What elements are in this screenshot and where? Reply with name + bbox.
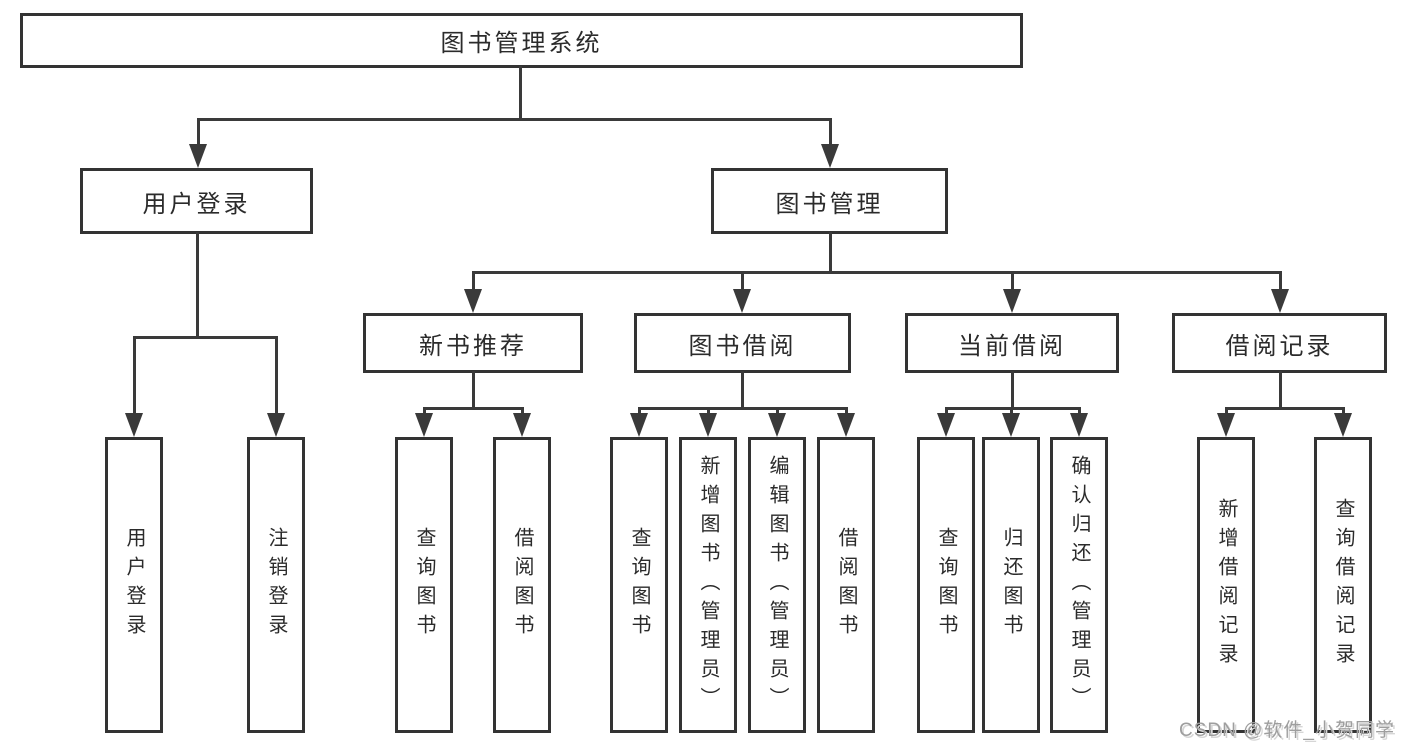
connector-records-stub <box>1279 371 1282 409</box>
connector-line <box>197 118 200 148</box>
node-label: 新增借阅记录 <box>1215 498 1237 672</box>
node-label: 借阅图书 <box>835 527 857 643</box>
connector-line <box>133 336 136 416</box>
connector-line <box>741 271 744 293</box>
connector-user-login-stub <box>196 232 199 338</box>
connector-borrowing-branch <box>638 407 848 410</box>
connector-book-mgmt-branch <box>472 271 1281 274</box>
connector-line <box>472 271 475 293</box>
arrow-down-icon <box>415 413 433 437</box>
leaf-query-borrow-record: 查询借阅记录 <box>1314 437 1372 733</box>
arrow-down-icon <box>937 413 955 437</box>
node-new-book-recommendation: 新书推荐 <box>363 313 583 373</box>
connector-line <box>1342 407 1345 416</box>
node-label: 当前借阅 <box>958 332 1066 360</box>
node-label: 图书借阅 <box>688 332 797 360</box>
arrow-down-icon <box>699 413 717 437</box>
node-label: 新书推荐 <box>419 332 527 360</box>
leaf-query-books-borrowing: 查询图书 <box>610 437 668 733</box>
arrow-down-icon <box>733 289 751 313</box>
connector-line <box>1010 407 1013 416</box>
connector-book-mgmt-stub <box>829 232 832 274</box>
leaf-logout: 注销登录 <box>247 437 305 733</box>
connector-line <box>776 407 779 416</box>
leaf-add-borrow-record: 新增借阅记录 <box>1197 437 1255 733</box>
arrow-down-icon <box>1002 413 1020 437</box>
arrow-down-icon <box>837 413 855 437</box>
arrow-down-icon <box>513 413 531 437</box>
node-borrowing-records: 借阅记录 <box>1172 313 1387 373</box>
leaf-edit-books-admin: 编辑图书（管理员） <box>748 437 806 733</box>
connector-current-stub <box>1011 371 1014 409</box>
leaf-user-login: 用户登录 <box>105 437 163 733</box>
connector-line <box>1279 271 1282 293</box>
connector-line <box>1225 407 1228 416</box>
node-label: 注销登录 <box>265 527 287 643</box>
connector-line <box>1078 407 1081 416</box>
node-book-borrowing: 图书借阅 <box>634 313 851 373</box>
node-label: 查询图书 <box>628 527 650 643</box>
node-label: 图书管理系统 <box>440 30 603 57</box>
connector-line <box>275 336 278 416</box>
leaf-add-books-admin: 新增图书（管理员） <box>679 437 737 733</box>
node-label: 借阅图书 <box>511 527 533 643</box>
node-label: 查询图书 <box>413 527 435 643</box>
arrow-down-icon <box>768 413 786 437</box>
arrow-down-icon <box>630 413 648 437</box>
arrow-down-icon <box>464 289 482 313</box>
arrow-down-icon <box>267 413 285 437</box>
node-current-borrowing: 当前借阅 <box>905 313 1119 373</box>
arrow-down-icon <box>1070 413 1088 437</box>
node-label: 用户登录 <box>142 190 251 218</box>
leaf-borrow-books-borrowing: 借阅图书 <box>817 437 875 733</box>
connector-line <box>423 407 426 416</box>
connector-borrowing-stub <box>741 371 744 409</box>
arrow-down-icon <box>189 144 207 168</box>
connector-root-branch <box>197 118 831 121</box>
node-label: 用户登录 <box>123 527 145 643</box>
arrow-down-icon <box>1334 413 1352 437</box>
connector-line <box>521 407 524 416</box>
leaf-query-books-current: 查询图书 <box>917 437 975 733</box>
connector-recommend-stub <box>472 371 475 409</box>
arrow-down-icon <box>1003 289 1021 313</box>
node-book-management: 图书管理 <box>711 168 948 234</box>
connector-line <box>829 118 832 148</box>
arrow-down-icon <box>125 413 143 437</box>
connector-line <box>845 407 848 416</box>
node-label: 归还图书 <box>1000 527 1022 643</box>
connector-line <box>1011 271 1014 293</box>
connector-line <box>707 407 710 416</box>
watermark: CSDN @软件_小贺同学 <box>1179 720 1395 741</box>
node-label: 借阅记录 <box>1225 332 1334 360</box>
connector-line <box>638 407 641 416</box>
node-label: 查询图书 <box>935 527 957 643</box>
node-library-system: 图书管理系统 <box>20 13 1023 68</box>
arrow-down-icon <box>1271 289 1289 313</box>
node-label: 图书管理 <box>775 190 884 218</box>
node-user-login: 用户登录 <box>80 168 313 234</box>
node-label: 查询借阅记录 <box>1332 498 1354 672</box>
leaf-query-books-recommend: 查询图书 <box>395 437 453 733</box>
connector-line <box>945 407 948 416</box>
connector-user-login-branch <box>133 336 278 339</box>
arrow-down-icon <box>1217 413 1235 437</box>
node-label: 确认归还（管理员） <box>1068 454 1090 716</box>
node-label: 编辑图书（管理员） <box>766 454 788 716</box>
node-label: 新增图书（管理员） <box>697 454 719 716</box>
leaf-confirm-return-admin: 确认归还（管理员） <box>1050 437 1108 733</box>
connector-records-branch <box>1225 407 1345 410</box>
connector-recommend-branch <box>423 407 524 410</box>
connector-root-stub <box>519 66 522 119</box>
connector-current-branch <box>945 407 1081 410</box>
leaf-borrow-books-recommend: 借阅图书 <box>493 437 551 733</box>
arrow-down-icon <box>821 144 839 168</box>
leaf-return-books: 归还图书 <box>982 437 1040 733</box>
